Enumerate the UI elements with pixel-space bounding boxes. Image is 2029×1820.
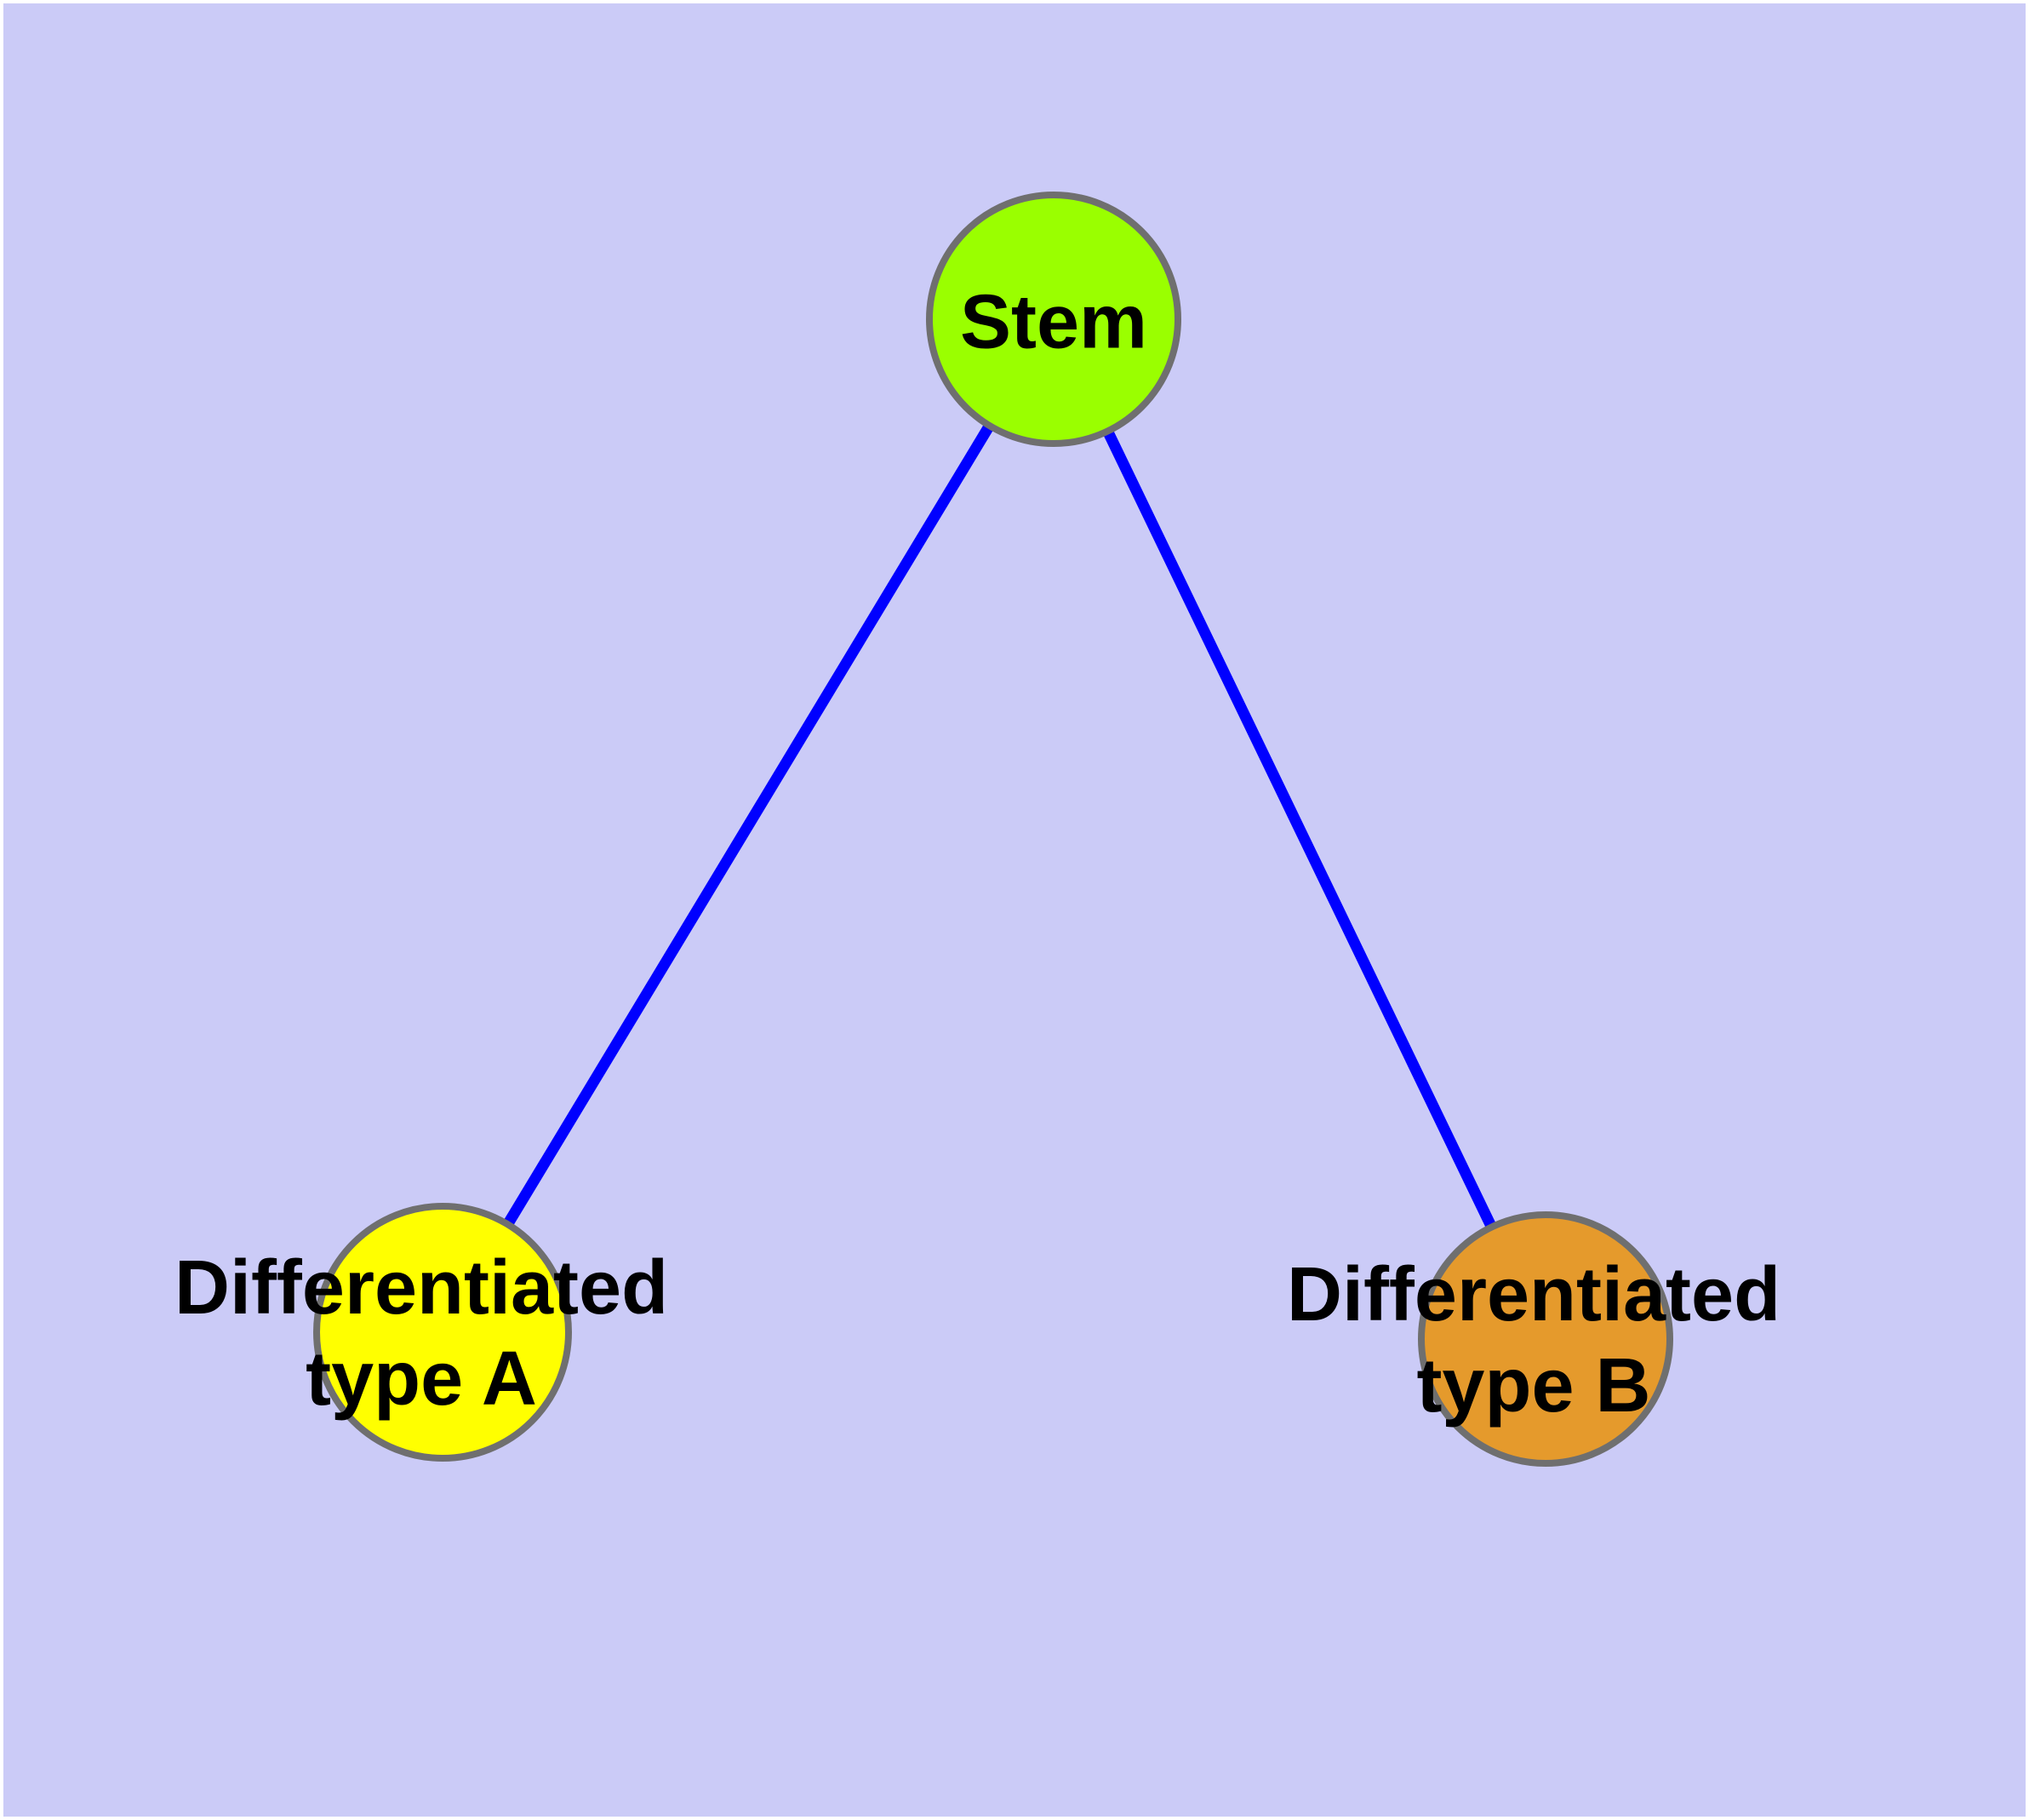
node-type-a-label-line2: type A <box>306 1336 537 1422</box>
node-type-a-label-line1: Differentiated <box>174 1245 669 1331</box>
node-type-a-label: Differentiated type A <box>174 1243 668 1425</box>
edge-stem-to-type-b <box>1049 317 1551 1342</box>
node-stem-circle <box>926 192 1181 447</box>
node-type-b-label: Differentiated type B <box>1287 1250 1780 1432</box>
edge-stem-to-type-a <box>437 316 1059 1336</box>
node-type-a-circle <box>313 1203 572 1462</box>
node-type-b-label-line2: type B <box>1416 1343 1651 1428</box>
node-type-b-circle <box>1418 1211 1673 1467</box>
node-stem-label: Stem <box>959 279 1148 365</box>
node-type-b-label-line1: Differentiated <box>1286 1252 1781 1337</box>
